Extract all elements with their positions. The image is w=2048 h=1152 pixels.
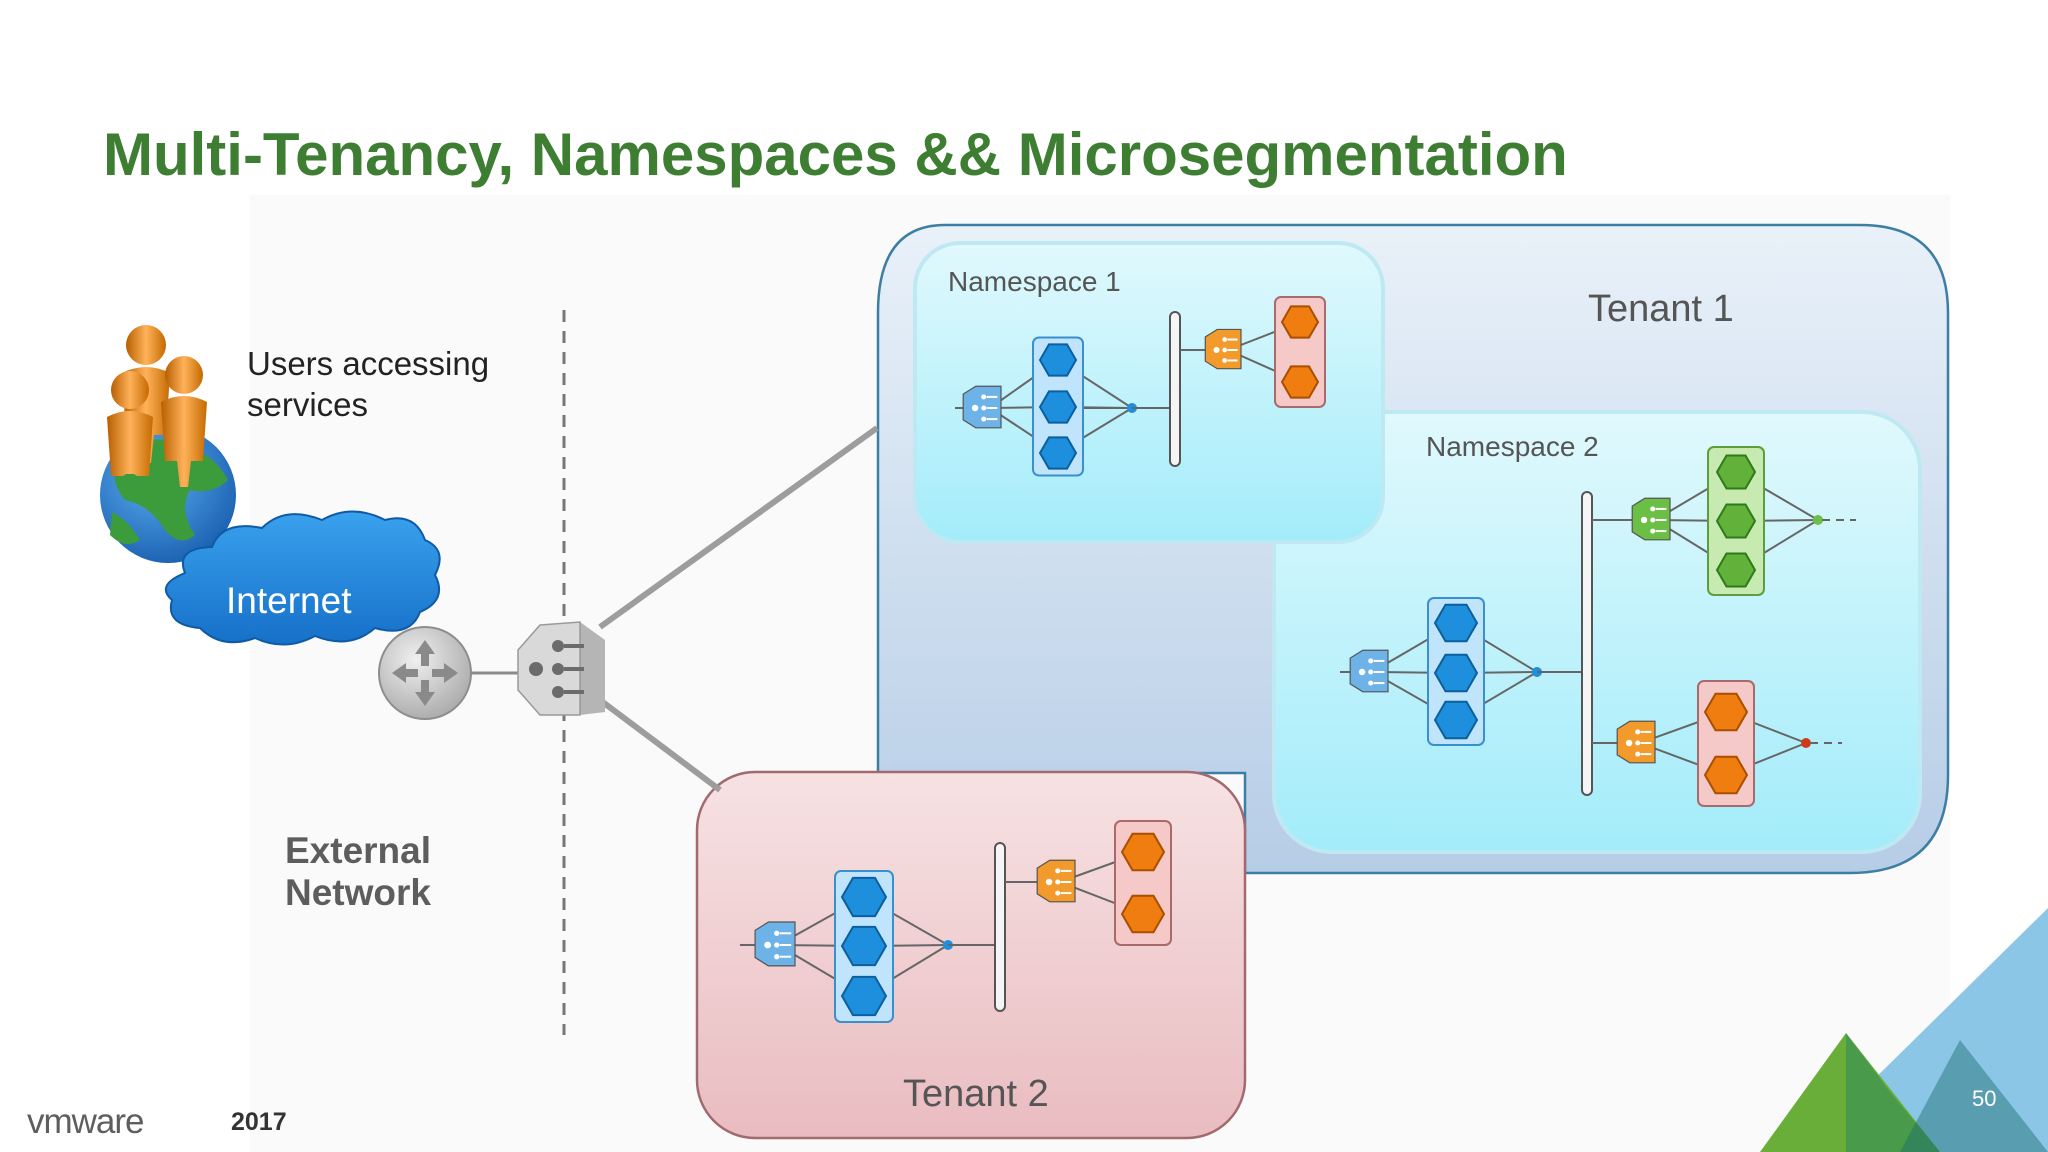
ns2-blue-pod-1: [1433, 603, 1479, 643]
page-title: Multi-Tenancy, Namespaces && Microsegmen…: [103, 121, 1568, 188]
ns2-green-pod-1: [1715, 454, 1757, 490]
ns2-orange-pod-1: [1703, 692, 1749, 732]
namespace1-label: Namespace 1: [948, 266, 1121, 297]
ns2-green-pod-3: [1715, 552, 1757, 588]
tenant2-container: [695, 770, 1247, 1140]
ns1-blue-pod-1: [1038, 343, 1078, 377]
uplink-tenant2: [598, 697, 722, 793]
ns1-orange-lb-icon: [1204, 328, 1242, 370]
t2-load-balancer-icon: [754, 921, 796, 967]
ns2-orange-egress-port: [1801, 738, 1811, 748]
internet-cloud-icon: [164, 510, 441, 646]
ns2-blue-pod-2: [1433, 653, 1479, 693]
ns2-logical-switch-icon: [1581, 491, 1593, 796]
t2-orange-pod-1: [1120, 832, 1166, 872]
t2-blue-pod-2: [840, 925, 888, 967]
t2-orange-lb-icon: [1036, 859, 1076, 903]
ns1-blue-pod-3: [1038, 436, 1078, 470]
ns1-orange-pod-1: [1280, 305, 1320, 339]
t2-blue-pod-1: [840, 876, 888, 918]
tenant2-label: Tenant 2: [903, 1073, 1049, 1115]
ns2-blue-pod-3: [1433, 700, 1479, 740]
t2-blue-pod-3: [840, 975, 888, 1017]
external-network-label: External Network: [285, 830, 432, 913]
ns2-green-lb-icon: [1631, 497, 1671, 541]
internet-label: Internet: [226, 580, 352, 621]
ns1-blue-pod-2: [1038, 390, 1078, 424]
page-number: 50: [1972, 1086, 1997, 1111]
vmware-logo: vmware: [27, 1102, 145, 1141]
uplink-tenant1: [598, 425, 879, 630]
segmentation-components: [740, 296, 1856, 1023]
ns1-orange-pod-2: [1280, 365, 1320, 399]
corner-accent-dark: [1900, 1040, 2048, 1152]
users-icon: [107, 325, 207, 487]
tenant1-label: Tenant 1: [1588, 288, 1734, 330]
ns1-load-balancer-icon: [962, 385, 1002, 429]
ns2-green-pod-2: [1715, 503, 1757, 539]
footer-year: 2017: [231, 1108, 287, 1136]
t2-orange-pod-2: [1120, 894, 1166, 934]
ns2-orange-pod-2: [1703, 755, 1749, 795]
router-icon: [378, 626, 472, 720]
corner-accent-teal: [1846, 1033, 1940, 1152]
t2-logical-switch-icon: [994, 842, 1006, 1012]
ns2-green-egress-port: [1813, 515, 1823, 525]
ns2-orange-lb-icon: [1616, 720, 1656, 764]
load-balancer-icon: [517, 621, 605, 716]
users-label: Users accessing services: [247, 345, 490, 423]
ns1-logical-switch-icon: [1169, 311, 1181, 467]
ns2-load-balancer-icon: [1349, 649, 1389, 693]
namespace2-label: Namespace 2: [1426, 431, 1599, 462]
